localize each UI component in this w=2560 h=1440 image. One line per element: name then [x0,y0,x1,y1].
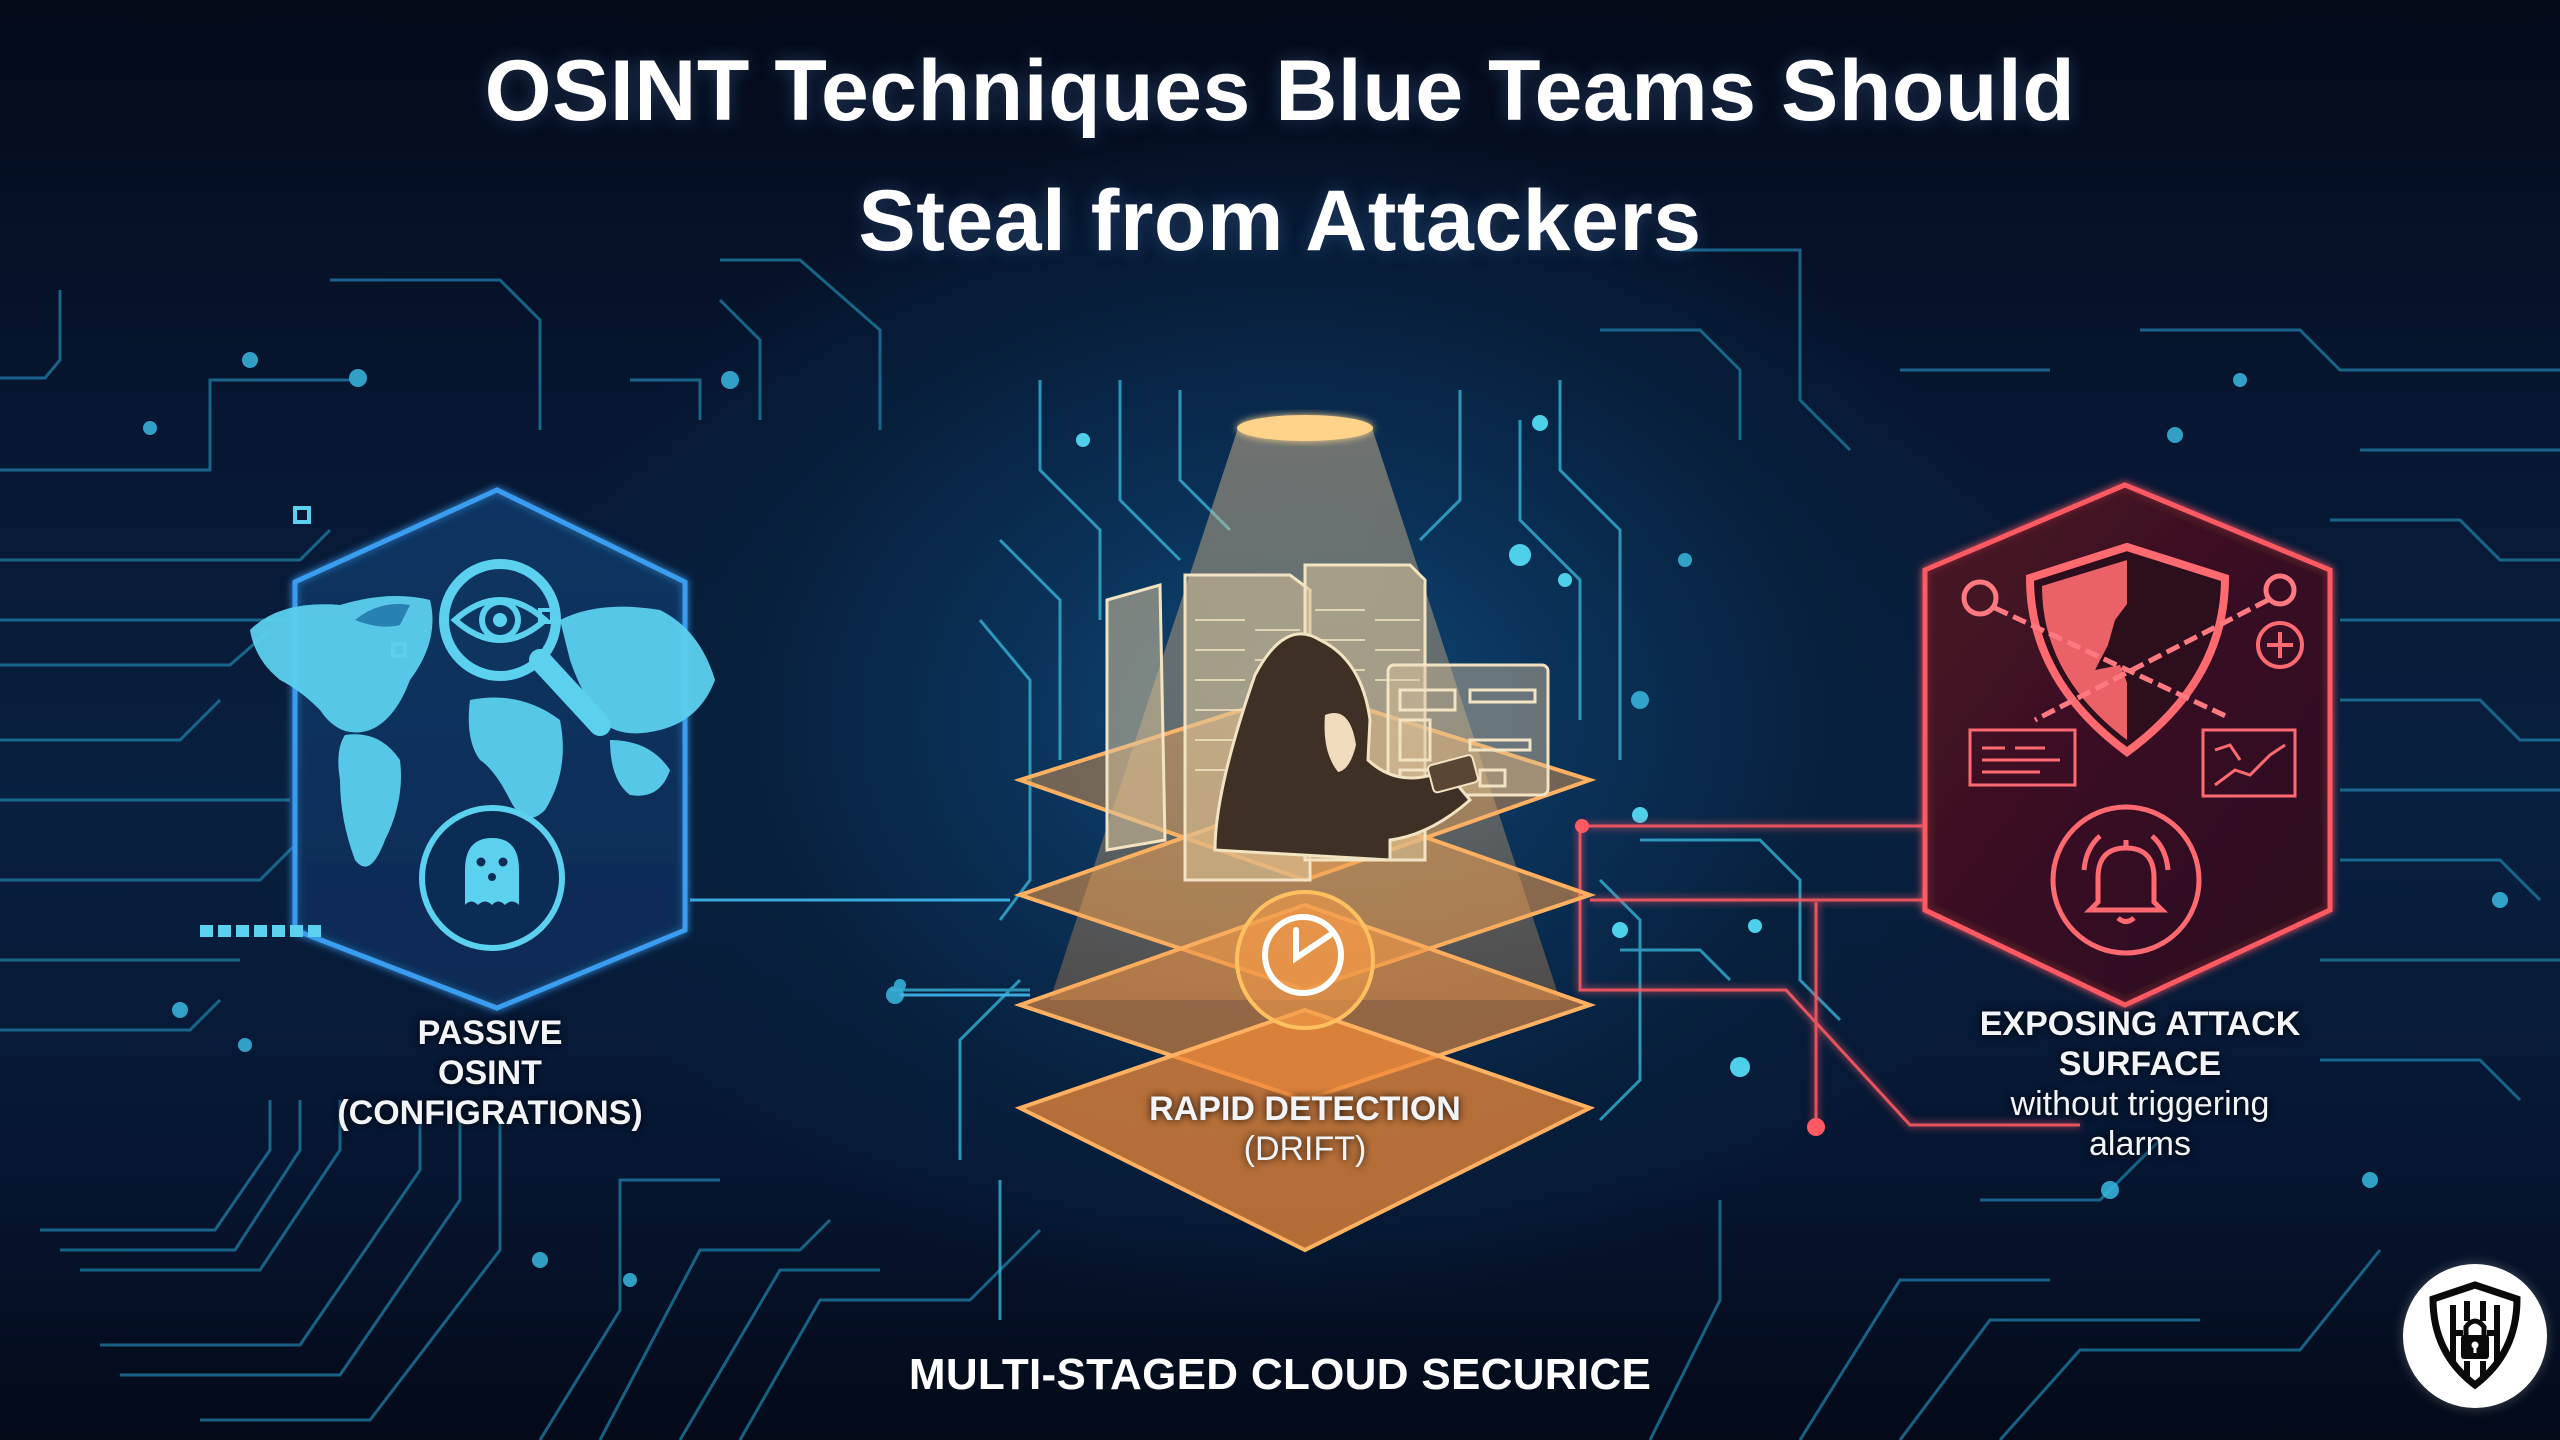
chart-panel-icon [2201,728,2297,798]
blue-link-traces [690,898,1030,997]
circuit-nodes-right [1631,373,2508,1199]
magnifier-eye-icon [439,559,611,736]
passive-osint-label: PASSIVE OSINT (CONFIGRATIONS) [330,1013,650,1133]
dash-strip [200,925,321,937]
rapid-detection-label: RAPID DETECTION (DRIFT) [1105,1089,1505,1169]
label-line: alarms [2088,1125,2192,1163]
label-line: SURFACE [2058,1045,2222,1083]
brand-logo [2403,1264,2547,1408]
exposing-attack-surface-panel [1922,482,2333,1008]
plus-circle-icon [2256,621,2304,669]
spotlight-icon [1237,415,1373,441]
broken-shield-icon [2025,542,2230,757]
ghost-icon [419,805,565,951]
plane-4 [1014,1007,1596,1253]
rapid-detection-panel [1013,415,1597,1253]
footer-caption: MULTI-STAGED CLOUD SECURICE [908,1350,1652,1399]
exposing-attack-surface-label: EXPOSING ATTACK SURFACE without triggeri… [1960,1004,2320,1164]
label-line: PASSIVE [417,1014,563,1052]
chain-icon [1961,573,2297,723]
alarm-bell-icon [2050,804,2202,956]
label-line: without triggering [2010,1085,2270,1123]
code-panel-icon [1968,728,2077,787]
circuit-traces-left [0,258,1042,1440]
world-map-icon [250,596,715,867]
clock-icon [1235,890,1375,1030]
hooded-hacker-icon [1213,632,1479,862]
circuit-nodes-center [1076,415,1762,1077]
label-line: (DRIFT) [1243,1130,1367,1168]
page-title-line-1: OSINT Techniques Blue Teams Should [484,43,2076,139]
passive-osint-panel [200,487,715,1011]
circuit-traces-center [890,380,1842,1320]
red-link-traces [1578,824,2080,1127]
label-line: RAPID DETECTION [1149,1090,1461,1128]
label-line: (CONFIGRATIONS) [337,1094,643,1132]
shield-lock-logo-icon [2429,1281,2521,1390]
label-line: EXPOSING ATTACK [1979,1005,2301,1043]
circuit-traces-right [1600,248,2560,1440]
decorative-squares [293,506,554,658]
label-line: OSINT [438,1054,542,1092]
page-title-line-2: Steal from Attackers [858,173,1702,269]
red-link-nodes [1575,819,1825,1136]
